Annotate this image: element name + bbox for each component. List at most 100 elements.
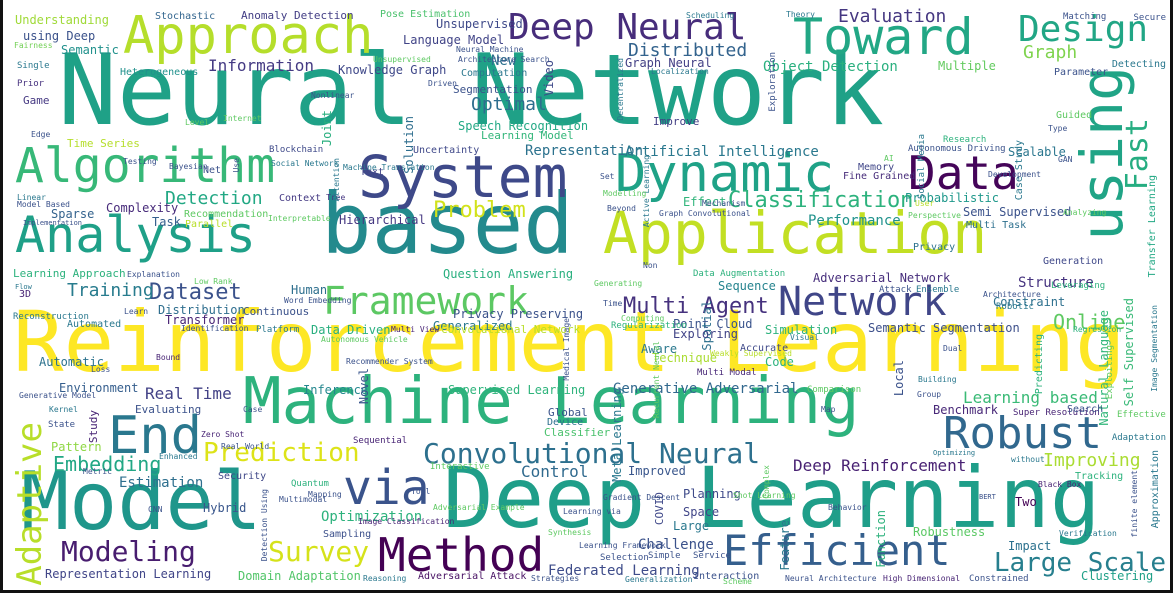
word-non: Non (643, 261, 658, 270)
word-sampling: Sampling (323, 529, 372, 540)
word-social-network: Social Network (271, 159, 339, 168)
word-set: Set (600, 172, 615, 181)
word-enhanced: Enhanced (159, 452, 198, 461)
word-generalized: Generalized (433, 319, 513, 333)
word-algorithm: Algorithm (15, 138, 276, 194)
word-shot-learning: Shot Learning (733, 491, 796, 500)
word-detection: Detection (165, 188, 263, 209)
word-speech-recognition: Speech Recognition (458, 119, 589, 133)
word-dataset: Dataset (149, 280, 242, 305)
word-privacy: Privacy (913, 242, 956, 253)
word-effective: Effective (1117, 410, 1166, 420)
word-multi-task: Multi Task (966, 220, 1027, 231)
word-control: Control (521, 462, 589, 481)
word-distributed: Distributed (628, 40, 748, 61)
word-transformer: Transformer (165, 313, 245, 327)
word-representation: Representation (525, 143, 644, 159)
word-word-embedding: Word Embedding (284, 296, 352, 305)
word-efficient: Efficient (723, 526, 951, 575)
word-research: Research (943, 135, 987, 145)
word-net: Net (203, 165, 222, 176)
word-device: Device (547, 417, 584, 428)
word-classification: Classification (728, 188, 914, 213)
word-gan: GAN (1058, 155, 1073, 164)
word-local: Local (892, 360, 906, 397)
word-comparison: Comparison (807, 385, 862, 395)
word-accurate: Accurate (740, 343, 789, 354)
word-kernel: Kernel (49, 405, 78, 414)
word-parallel: Parallel (185, 219, 234, 230)
word-level: Level (185, 118, 210, 127)
word-ensemble: Ensemble (916, 285, 960, 295)
word-3d: 3D (19, 289, 32, 300)
word-federated-learning: Federated Learning (548, 563, 700, 579)
word-effect: Effect (683, 195, 727, 209)
word-generalization: Generalization (625, 575, 693, 584)
word-improving: Improving (1043, 450, 1141, 471)
word-super-resolution: Super Resolution (1013, 408, 1100, 418)
word-learning-approach: Learning Approach (13, 267, 126, 280)
word-low-rank: Low Rank (194, 277, 233, 286)
word-evaluating: Evaluating (135, 403, 202, 416)
word-platform: Platform (256, 325, 300, 335)
word-deep-learning: Deep Learning (443, 449, 1101, 547)
word-zero-shot: Zero Shot (201, 430, 245, 439)
word-aware: Aware (641, 342, 678, 356)
word-machine-learning: Machine Learning (243, 365, 860, 439)
word-transfer-learning: Transfer Learning (1147, 175, 1158, 278)
word-adversarial-attack: Adversarial Attack (418, 571, 527, 582)
word-adversarial-example: Adversarial Example (433, 503, 525, 512)
word-deep-reinforcement: Deep Reinforcement (793, 456, 967, 475)
word-weakly-supervised: Weakly Supervised (710, 349, 792, 358)
word-analysis: Analysis (15, 206, 256, 264)
word-security: Security (218, 471, 267, 482)
word-robotic: Robotic (996, 302, 1034, 312)
word-continuous: Continuous (243, 305, 310, 318)
word-knowledge-graph: Knowledge Graph (338, 63, 447, 77)
word-recommender-system: Recommender System (346, 357, 433, 366)
word-attention: Attention (332, 158, 341, 202)
word-internet: Internet (223, 114, 262, 123)
word-exploiting: Exploiting (1105, 345, 1115, 400)
word-automated: Automated (67, 319, 122, 330)
word-task: Task (152, 215, 181, 229)
word-feature: Feature (778, 520, 792, 571)
word-machine-translation: Machine Translation (343, 163, 435, 172)
word-adversarial-network: Adversarial Network (813, 271, 951, 285)
word-attack: Attack (879, 285, 912, 295)
word-stochastic: Stochastic (155, 11, 216, 22)
word-joint: Joint (320, 110, 334, 147)
word-complexity: Complexity (106, 201, 179, 215)
word-adaptive: Adaptive (10, 422, 50, 586)
word-modeling: Modeling (61, 535, 196, 568)
word-adaptation: Adaptation (1111, 433, 1166, 443)
word-neural-architecture: Neural Architecture (785, 574, 877, 583)
word-tracking: Tracking (1075, 471, 1124, 482)
word-data-augmentation: Data Augmentation (693, 269, 786, 279)
word-metric: Metric (83, 467, 112, 476)
word-code: Code (765, 355, 794, 369)
word-detecting: Detecting (1111, 59, 1166, 70)
word-global: Global (548, 406, 588, 419)
word-regularization: Regularization (611, 321, 687, 331)
word-architecture-search: Architecture Search (458, 55, 550, 64)
word-loss: Loss (91, 365, 111, 374)
word-memory: Memory (858, 162, 895, 173)
word-segmentation: Segmentation (453, 83, 533, 96)
word-evaluation: Evaluation (838, 6, 947, 27)
word-meta-learning: Meta Learning (610, 388, 624, 482)
word-hierarchical: Hierarchical (339, 213, 426, 227)
word-automatic: Automatic (39, 355, 105, 369)
word-benchmark: Benchmark (933, 403, 999, 417)
word-convolutional-network: Convolutional Network (441, 323, 581, 336)
word-use: Use (232, 158, 241, 173)
word-verification: Verification (1059, 529, 1117, 538)
word-gradient-descent: Gradient Descent (603, 493, 681, 502)
word-distribution: Distribution (158, 303, 245, 317)
word-constrained: Constrained (969, 574, 1029, 584)
word-linear: Linear (17, 193, 46, 202)
word-real-world: Real World (221, 442, 270, 451)
word-architecture: Architecture (983, 290, 1041, 299)
word-space: Space (683, 505, 720, 519)
word-approximation: Approximation (1150, 450, 1161, 529)
